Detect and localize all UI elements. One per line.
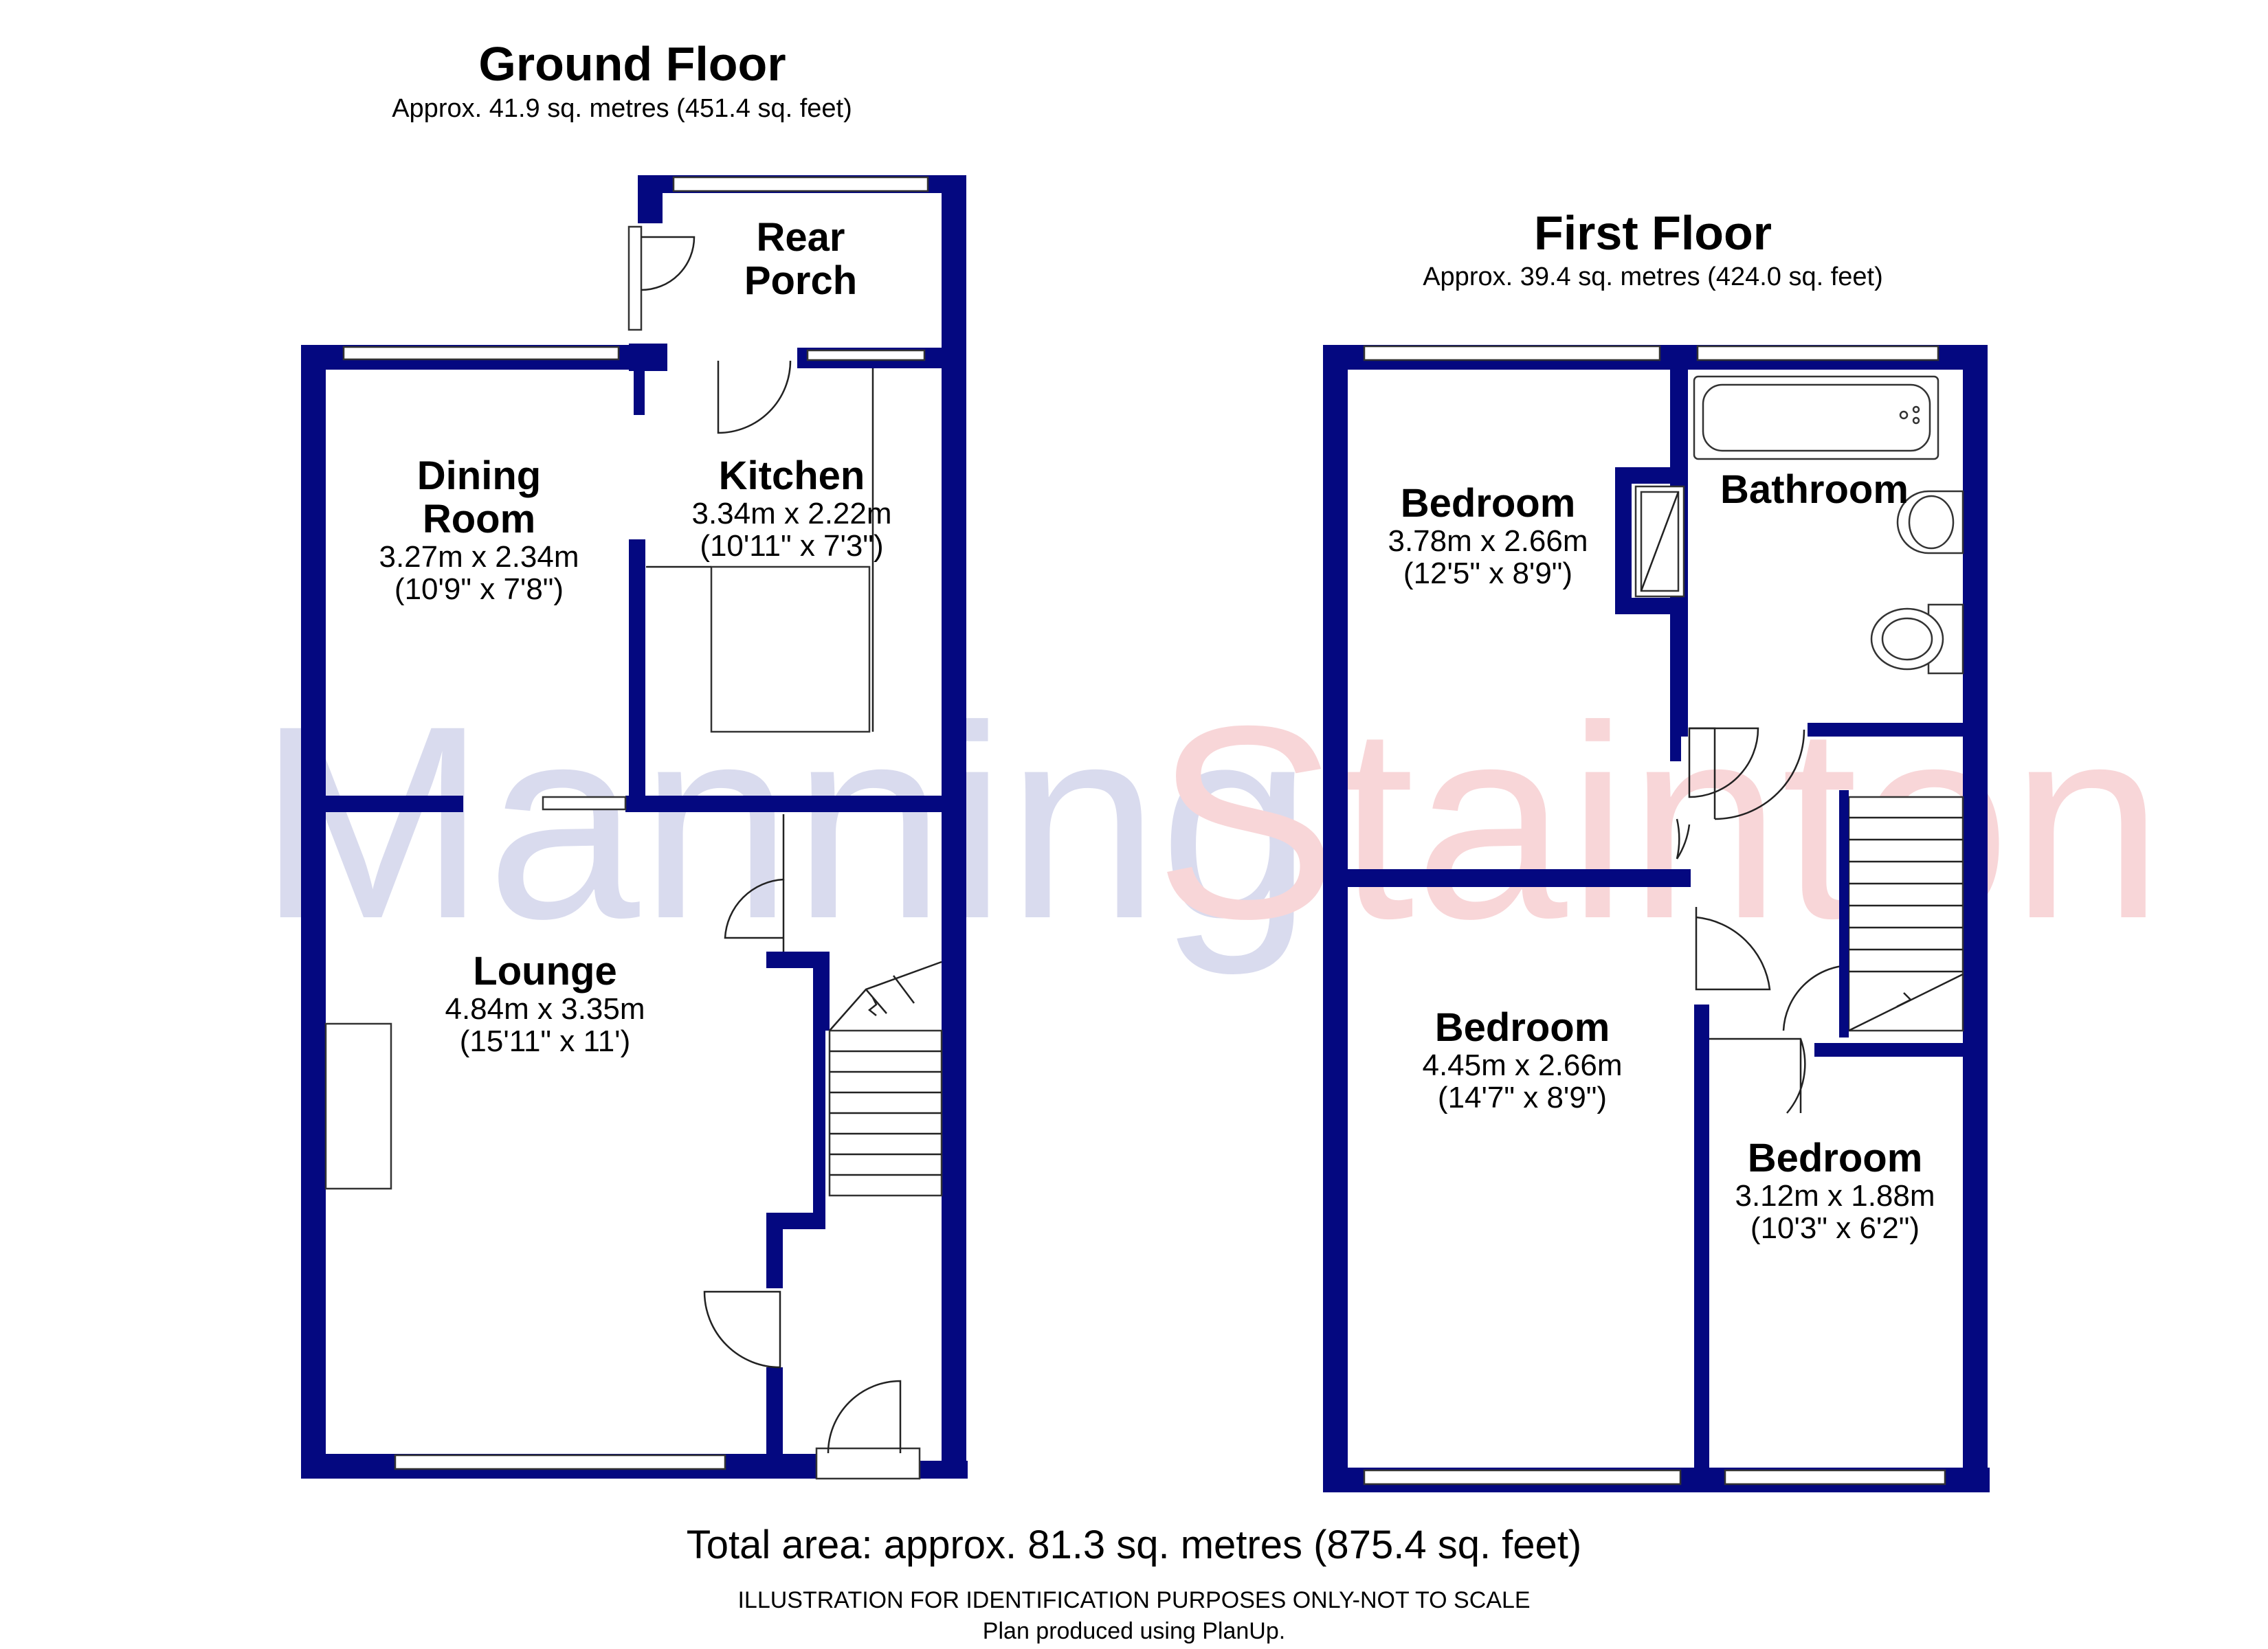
bedroom-3-window [1724, 1469, 1946, 1485]
staircase [828, 961, 943, 1197]
kitchen-name: Kitchen [719, 453, 865, 498]
bathroom-name: Bathroom [1720, 467, 1909, 512]
room-bedroom-2: Bedroom 4.45m x 2.66m (14'7" x 8'9") [1422, 1005, 1622, 1114]
bathroom-fixtures [1634, 375, 1964, 675]
watermark-stainton: Stainton [1155, 669, 2164, 976]
dining-name-line2: Room [423, 497, 535, 541]
rear-porch-window [672, 176, 929, 192]
first-floor: First Floor Approx. 39.4 sq. metres (424… [1323, 206, 1990, 1492]
porch-kitchen-door [717, 360, 792, 434]
bedroom-2-dimensions-imperial: (14'7" x 8'9") [1438, 1081, 1607, 1114]
hall-door [703, 1290, 781, 1369]
room-bathroom: Bathroom [1720, 467, 1909, 512]
bathroom-door [1688, 727, 1759, 798]
room-bedroom-1: Bedroom 3.78m x 2.66m (12'5" x 8'9") [1388, 481, 1588, 590]
room-rear-porch: Rear Porch [744, 215, 857, 303]
ground-floor-fixtures [324, 368, 943, 1197]
rear-porch-name-line1: Rear [757, 215, 845, 260]
kitchen-window [806, 349, 926, 361]
lounge-name: Lounge [473, 949, 616, 994]
bedroom-1-dimensions-metric: 3.78m x 2.66m [1388, 524, 1588, 558]
first-floor-doors [1676, 727, 1850, 1114]
lounge-dimensions-imperial: (15'11" x 11') [460, 1024, 630, 1058]
bathroom-door-arc [1689, 727, 1805, 820]
lounge-cupboard-door-1 [724, 814, 785, 939]
disclaimer: ILLUSTRATION FOR IDENTIFICATION PURPOSES… [737, 1587, 1530, 1613]
dining-lounge-opening [542, 796, 627, 811]
ground-floor-doors [641, 236, 902, 1454]
dining-window [342, 346, 620, 361]
room-lounge: Lounge 4.84m x 3.35m (15'11" x 11') [445, 949, 645, 1058]
kitchen-worktop [710, 565, 871, 733]
footer: Total area: approx. 81.3 sq. metres (875… [687, 1523, 1581, 1644]
front-door-step [815, 1447, 921, 1480]
front-door [827, 1380, 902, 1454]
lounge-dimensions-metric: 4.84m x 3.35m [445, 992, 645, 1026]
dining-dimensions-imperial: (10'9" x 7'8") [394, 572, 564, 606]
bedroom-1-door-swing [1676, 824, 1691, 860]
bedroom-1-door [1676, 818, 1680, 860]
ground-floor-windows [342, 176, 929, 1480]
porch-side-window [627, 225, 643, 331]
planup-credit: Plan produced using PlanUp. [983, 1618, 1285, 1644]
bedroom-3-name: Bedroom [1748, 1136, 1923, 1180]
rear-porch-name-line2: Porch [744, 258, 857, 303]
bedroom-1-window [1363, 345, 1661, 361]
first-floor-windows [1363, 345, 1946, 1485]
bedroom-3-door [1709, 1037, 1806, 1114]
bedroom-1-dimensions-imperial: (12'5" x 8'9") [1403, 557, 1572, 590]
bedroom-1-name: Bedroom [1401, 481, 1576, 526]
bathroom-window [1696, 345, 1939, 361]
dining-name-line1: Dining [417, 453, 541, 498]
bedroom-2-dimensions-metric: 4.45m x 2.66m [1422, 1048, 1622, 1082]
first-floor-area: Approx. 39.4 sq. metres (424.0 sq. feet) [1423, 262, 1883, 291]
room-bedroom-3: Bedroom 3.12m x 1.88m (10'3" x 6'2") [1735, 1136, 1935, 1245]
bedroom-2-window [1363, 1469, 1682, 1485]
fireplace [324, 1022, 392, 1190]
lounge-window [394, 1454, 726, 1470]
ground-floor: Ground Floor Approx. 41.9 sq. metres (45… [301, 37, 968, 1480]
ground-floor-area: Approx. 41.9 sq. metres (451.4 sq. feet) [392, 94, 852, 123]
porch-side-door [641, 236, 696, 291]
first-floor-title: First Floor [1534, 206, 1772, 260]
kitchen-dimensions-metric: 3.34m x 2.22m [691, 497, 891, 530]
kitchen-dimensions-imperial: (10'11" x 7'3") [700, 529, 883, 563]
bedroom-3-dimensions-imperial: (10'3" x 6'2") [1750, 1211, 1920, 1245]
bedroom-2-name: Bedroom [1435, 1005, 1610, 1050]
room-dining-room: Dining Room 3.27m x 2.34m (10'9" x 7'8") [379, 453, 579, 606]
total-area: Total area: approx. 81.3 sq. metres (875… [687, 1523, 1581, 1567]
bedroom-2-door [1695, 907, 1771, 991]
ground-floor-title: Ground Floor [478, 37, 786, 91]
dining-dimensions-metric: 3.27m x 2.34m [379, 540, 579, 574]
first-floor-staircase [1839, 790, 1964, 1037]
room-kitchen: Kitchen 3.34m x 2.22m (10'11" x 7'3") [691, 453, 891, 563]
bedroom-3-dimensions-metric: 3.12m x 1.88m [1735, 1179, 1935, 1213]
